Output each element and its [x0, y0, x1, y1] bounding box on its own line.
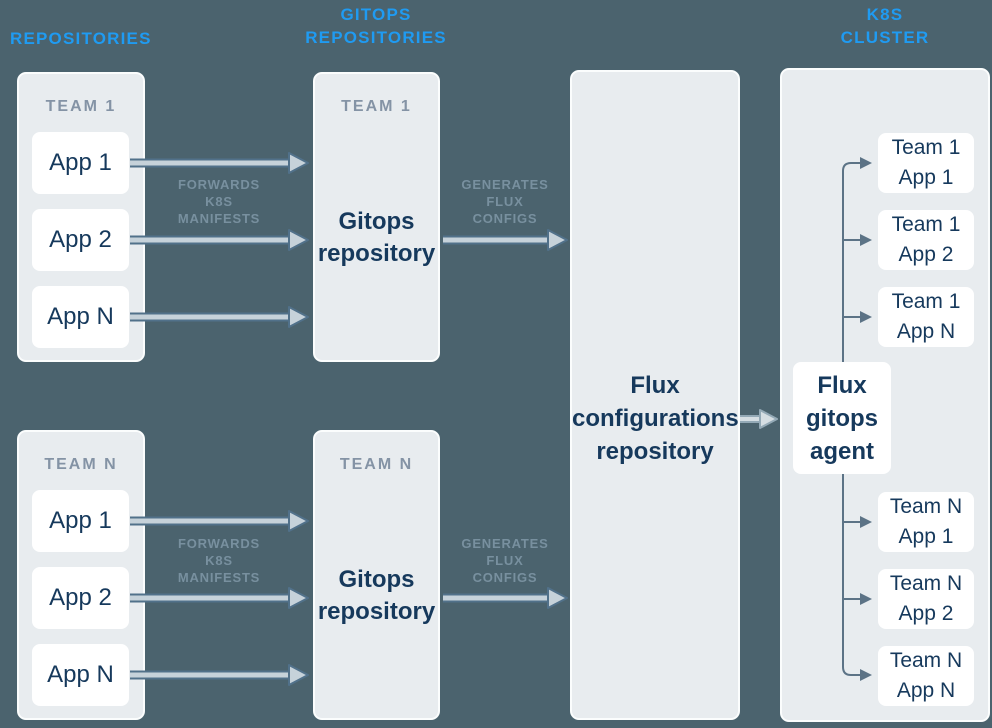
- repositories-teamN-app2-card: App 2: [32, 567, 129, 629]
- k8s-card-line2: App 1: [898, 525, 954, 548]
- k8s-card-line1: Team N: [889, 572, 963, 595]
- k8s-card-line2: App N: [896, 679, 956, 702]
- generates-label-line3: CONFIGS: [472, 211, 538, 226]
- repositories-team1-label: TEAM 1: [45, 98, 117, 115]
- forwards-label-line1: FORWARDS: [178, 536, 260, 551]
- forwards-label-top: FORWARDS K8S MANIFESTS: [130, 176, 308, 227]
- app-card-label: App 2: [49, 226, 112, 253]
- repositories-header-label: REPOSITORIES: [10, 29, 152, 48]
- k8s-card-line2: App 1: [898, 166, 954, 189]
- generates-label-line2: FLUX: [486, 194, 524, 209]
- k8s-card-line2: App N: [896, 320, 956, 343]
- k8s-card-line1: Team 1: [891, 290, 961, 313]
- forwards-label-line1: FORWARDS: [178, 177, 260, 192]
- gitops-team1-label: TEAM 1: [341, 98, 412, 115]
- gitops-teamN-repo-text: Gitops repository: [317, 566, 436, 625]
- forwards-label-line3: MANIFESTS: [177, 211, 261, 226]
- forwards-label-line2: K8S: [205, 553, 233, 568]
- app-card-label: App 2: [49, 584, 112, 611]
- k8s-team1-app2-card: Team 1 App 2: [878, 210, 974, 270]
- k8s-card-line1: Team N: [889, 649, 963, 672]
- gitops-header-line1: GITOPS: [340, 5, 412, 24]
- column-header-repositories: REPOSITORIES: [10, 27, 152, 50]
- agent-line1: Flux: [817, 371, 867, 399]
- gitops-team1-repo-text: Gitops repository: [317, 208, 436, 267]
- config-to-cluster-arrow: [740, 409, 778, 429]
- forwards-label-bottom: FORWARDS K8S MANIFESTS: [130, 535, 308, 586]
- forwards-arrow-teamN-app1: [130, 510, 309, 532]
- flux-config-line2: configurations: [572, 405, 739, 432]
- k8s-card-line1: Team N: [889, 495, 963, 518]
- generates-label-bottom: GENERATES FLUX CONFIGS: [438, 535, 572, 586]
- flux-config-repo-panel: Flux configurations repository: [570, 70, 740, 720]
- forwards-arrow-teamN-app2: [130, 587, 309, 609]
- generates-label-line3: CONFIGS: [472, 570, 538, 585]
- flux-gitops-agent-card: Flux gitops agent: [793, 362, 891, 474]
- forwards-label-line2: K8S: [205, 194, 233, 209]
- column-header-k8s-cluster: K8S CLUSTER: [805, 3, 965, 49]
- forwards-label-line3: MANIFESTS: [177, 570, 261, 585]
- k8s-header-line1: K8S: [866, 5, 904, 24]
- column-header-gitops-repositories: GITOPS REPOSITORIES: [296, 3, 456, 49]
- k8s-card-line2: App 2: [898, 602, 954, 625]
- agent-line2: gitops: [806, 404, 878, 432]
- k8s-teamN-appN-card: Team N App N: [878, 646, 974, 706]
- k8s-card-line1: Team 1: [891, 136, 961, 159]
- app-card-label: App 1: [49, 507, 112, 534]
- k8s-card-line1: Team 1: [891, 213, 961, 236]
- generates-arrow-teamN: [443, 587, 568, 609]
- repositories-teamN-appN-card: App N: [32, 644, 129, 706]
- k8s-header-line2: CLUSTER: [840, 28, 930, 47]
- gitops-team1-panel: TEAM 1 Gitops repository: [313, 72, 440, 362]
- generates-label-line1: GENERATES: [461, 536, 549, 551]
- repositories-team1-app1-card: App 1: [32, 132, 129, 194]
- generates-label-line2: FLUX: [486, 553, 524, 568]
- gitops-header-line2: REPOSITORIES: [305, 28, 447, 47]
- app-card-label: App N: [47, 661, 114, 688]
- repositories-team1-appN-card: App N: [32, 286, 129, 348]
- k8s-cluster-panel: Flux gitops agent Team 1 App 1 Team 1 Ap…: [780, 68, 990, 722]
- forwards-arrow-team1-app1: [130, 152, 309, 174]
- generates-label-line1: GENERATES: [461, 177, 549, 192]
- k8s-team1-appN-card: Team 1 App N: [878, 287, 974, 347]
- repositories-teamN-app1-card: App 1: [32, 490, 129, 552]
- flux-config-line1: Flux: [630, 372, 680, 399]
- k8s-team1-app1-card: Team 1 App 1: [878, 133, 974, 193]
- app-card-label: App 1: [49, 149, 112, 176]
- forwards-arrow-team1-appN: [130, 306, 309, 328]
- repositories-teamN-panel: TEAM N App 1 App 2 App N: [17, 430, 145, 720]
- k8s-card-line2: App 2: [898, 243, 954, 266]
- flux-config-repo-text: Flux configurations repository: [572, 369, 739, 468]
- gitops-teamN-label: TEAM N: [339, 456, 414, 473]
- repositories-teamN-label: TEAM N: [44, 456, 118, 473]
- repositories-team1-panel: TEAM 1 App 1 App 2 App N: [17, 72, 145, 362]
- k8s-teamN-app1-card: Team N App 1: [878, 492, 974, 552]
- forwards-arrow-teamN-appN: [130, 664, 309, 686]
- flux-config-line3: repository: [596, 438, 714, 465]
- agent-line3: agent: [809, 437, 874, 465]
- gitops-teamN-panel: TEAM N Gitops repository: [313, 430, 440, 720]
- app-card-label: App N: [47, 303, 114, 330]
- generates-arrow-team1: [443, 229, 568, 251]
- generates-label-top: GENERATES FLUX CONFIGS: [438, 176, 572, 227]
- k8s-teamN-app2-card: Team N App 2: [878, 569, 974, 629]
- repositories-team1-app2-card: App 2: [32, 209, 129, 271]
- forwards-arrow-team1-app2: [130, 229, 309, 251]
